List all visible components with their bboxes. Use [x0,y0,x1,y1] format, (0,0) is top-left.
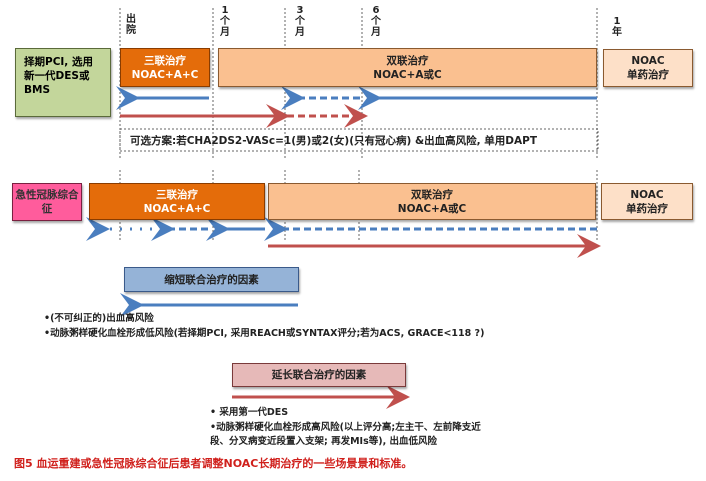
row2-label-acs: 急性冠脉综合征 [12,183,82,221]
shorten-factors-title: 缩短联合治疗的因素 [124,267,299,292]
figure-caption: 图5 血运重建或急性冠脉综合征后患者调整NOAC长期治疗的一些场景景和标准。 [14,457,413,470]
row1-option-text: 可选方案:若CHA2DS2-VASc=1(男)或2(女)(只有冠心病) &出血高… [130,135,537,147]
option-box-border [119,128,599,152]
shorten-bullet: •(不可纠正的)出血高风险 [44,313,154,324]
extend-bullet: •动脉粥样硬化血栓形成高风险(以上评分高;左主干、左前降支近段、分叉病变近段置入… [210,422,481,447]
extend-bullet: • 采用第一代DES [210,407,289,418]
extend-factors-title: 延长联合治疗的因素 [232,363,406,387]
label-discharge: 出院 [126,14,136,36]
shorten-bullet: •动脉粥样硬化血栓形成低风险(若择期PCI, 采用REACH或SYNTAX评分;… [44,328,485,339]
row1-label-elective-pci: 择期PCI, 选用新一代DES或BMS [15,48,111,117]
